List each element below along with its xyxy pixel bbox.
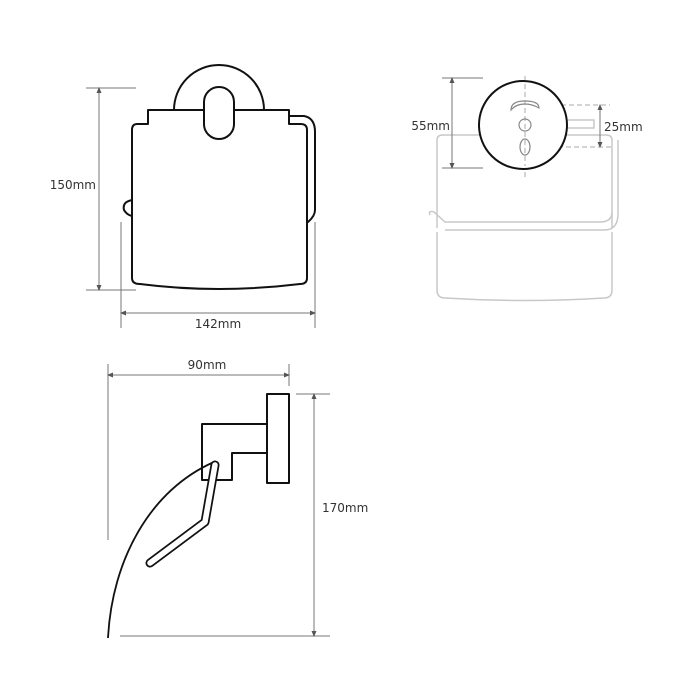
keyhole-slot xyxy=(510,100,540,112)
side-view: 90mm 170mm xyxy=(107,358,368,639)
wall-plate xyxy=(266,393,290,484)
wall-rosette xyxy=(173,64,265,111)
wall-mount-view: 55mm 25mm xyxy=(411,76,643,302)
arm xyxy=(201,423,268,481)
front-view: 150mm 142mm xyxy=(50,64,316,331)
mount-height-label: 55mm xyxy=(411,119,450,133)
roll-bar xyxy=(288,115,316,223)
width-label: 142mm xyxy=(195,317,241,331)
side-tab xyxy=(122,199,133,217)
rosette-oval xyxy=(203,86,235,140)
height-label: 150mm xyxy=(50,178,96,192)
depth-label: 90mm xyxy=(188,358,227,372)
ghost-cover-bottom xyxy=(436,232,613,302)
cover-outline xyxy=(131,109,308,290)
total-height-label: 170mm xyxy=(322,501,368,515)
ghost-roll-bar xyxy=(428,140,619,231)
hole-spacing-label: 25mm xyxy=(604,120,643,134)
wall-rosette-circle xyxy=(478,80,568,170)
screw-slot-icon xyxy=(519,138,531,156)
paper-cover-curve xyxy=(107,461,215,639)
screw-hole-icon xyxy=(518,118,532,132)
